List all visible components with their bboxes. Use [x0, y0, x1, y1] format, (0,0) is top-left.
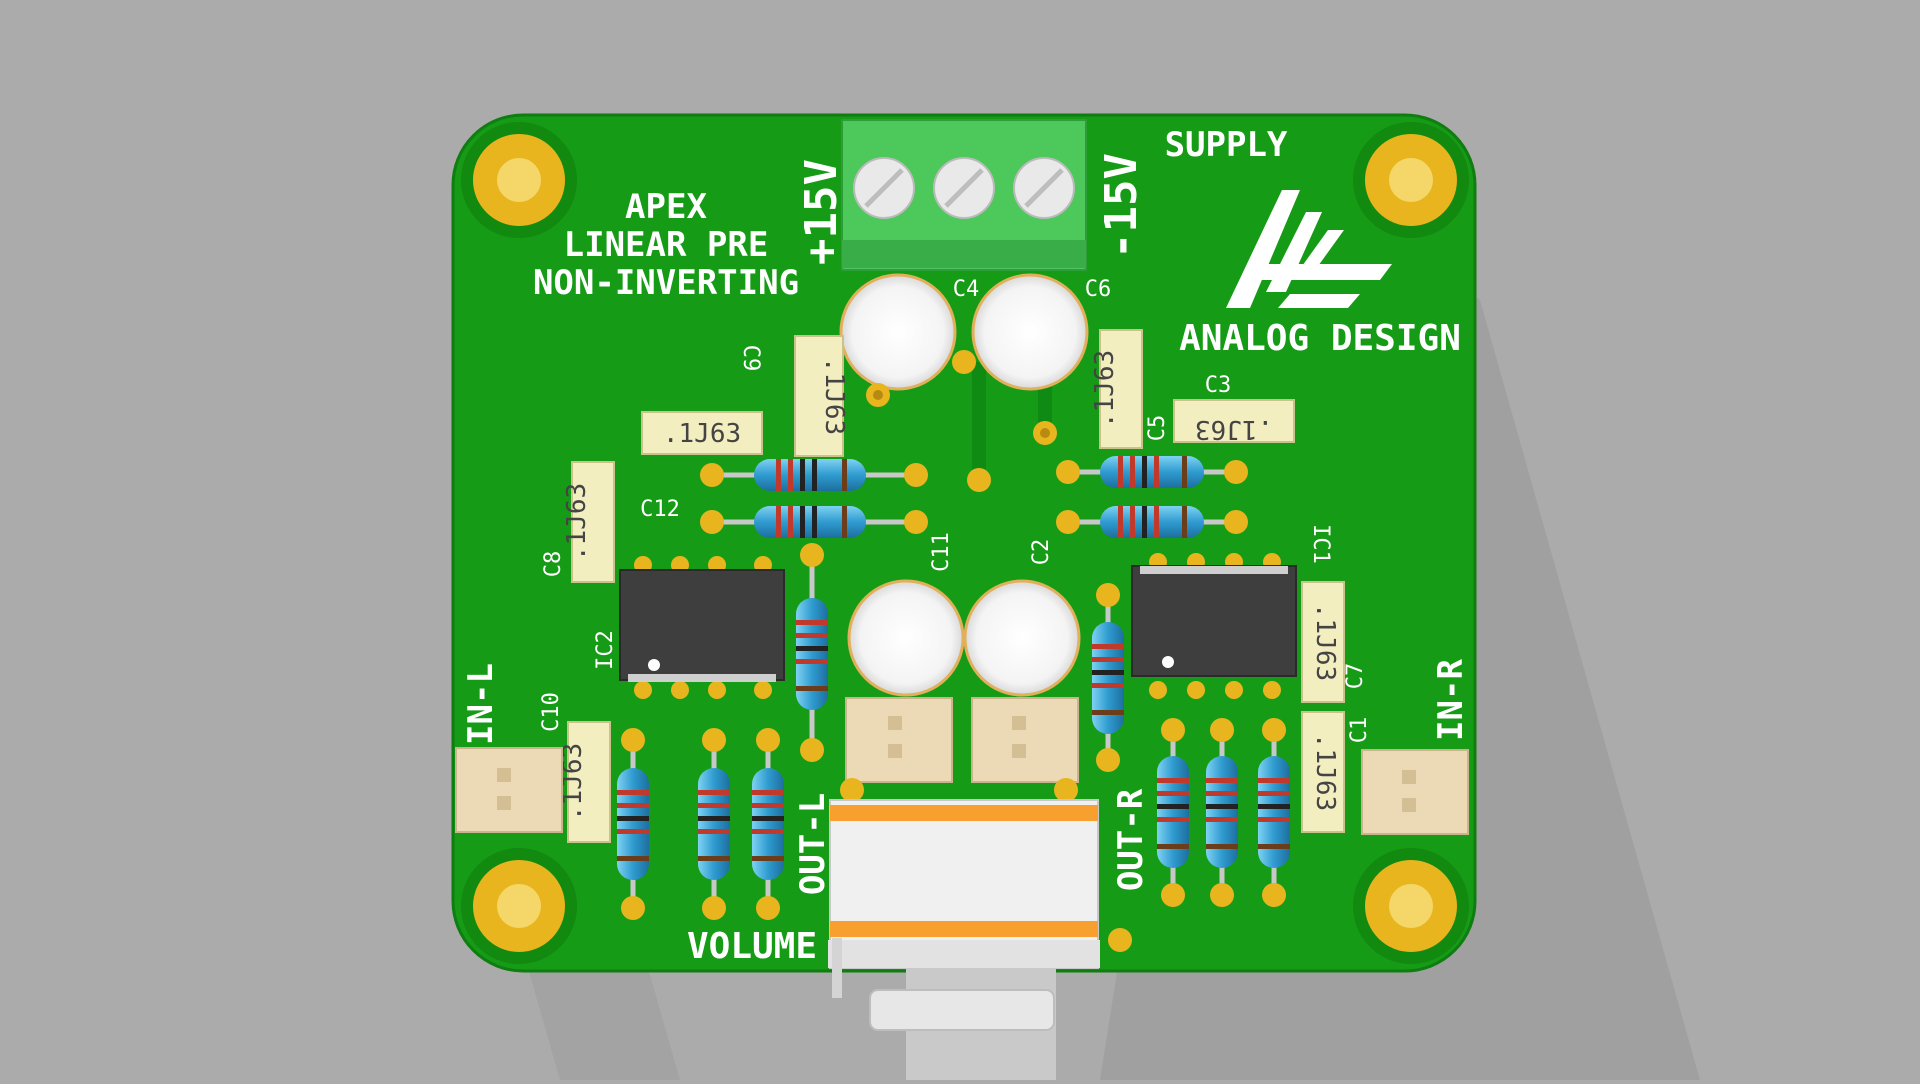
ref-c11: C11 [929, 532, 954, 572]
resistor-vertical [617, 728, 649, 920]
title-line-2: LINEAR PRE [564, 225, 769, 265]
ref-c3: C3 [1205, 373, 1232, 398]
title-line-3: NON-INVERTING [533, 263, 799, 303]
svg-text:.1J63: .1J63 [1195, 414, 1273, 444]
out-right-label: OUT-R [1111, 788, 1151, 891]
supply-terminal-block [841, 119, 1087, 271]
resistor-vertical [698, 728, 730, 920]
resistor-horizontal [700, 506, 928, 538]
ref-ic2: IC2 [593, 630, 618, 670]
resistor-vertical [1206, 718, 1238, 907]
svg-text:.1J63: .1J63 [1090, 350, 1120, 428]
svg-text:.1J63: .1J63 [1310, 603, 1340, 681]
pad [952, 350, 976, 374]
resistor-horizontal [1056, 456, 1248, 488]
ref-c5: C5 [1145, 415, 1170, 442]
svg-text:.1J63: .1J63 [1310, 733, 1340, 811]
ref-ic1: IC1 [1308, 524, 1333, 564]
capacitor-c4 [839, 273, 957, 407]
in-right-label: IN-R [1431, 659, 1471, 741]
mounting-hole-tr [1353, 122, 1469, 238]
film-capacitor-c8: .1J63 [562, 461, 615, 583]
ref-c10: C10 [539, 692, 564, 732]
resistor-vertical [1157, 718, 1189, 907]
input-right-connector [1361, 749, 1469, 835]
film-capacitor-c3: .1J63 [1173, 399, 1295, 444]
pad [967, 468, 991, 492]
volume-label: VOLUME [687, 926, 817, 967]
mounting-hole-tl [461, 122, 577, 238]
resistor-horizontal [700, 459, 928, 491]
ref-c4: C4 [953, 277, 980, 302]
ref-c1: C1 [1347, 717, 1372, 744]
ref-c8: C8 [541, 551, 566, 578]
minus-15v-label: -15V [1096, 153, 1147, 259]
capacitor-c2 [963, 579, 1081, 697]
output-left-connector [840, 697, 953, 802]
svg-text:.1J63: .1J63 [663, 419, 741, 449]
resistor-vertical [1092, 583, 1124, 772]
film-capacitor-c12: .1J63 [641, 411, 763, 455]
ref-c2: C2 [1029, 539, 1054, 566]
svg-text:.1J63: .1J63 [562, 483, 592, 561]
capacitor-c6 [971, 273, 1089, 445]
resistor-horizontal [1056, 506, 1248, 538]
mounting-hole-br [1353, 848, 1469, 964]
title-line-1: APEX [625, 187, 707, 227]
capacitor-c11 [847, 579, 965, 697]
resistor-vertical [752, 728, 784, 920]
resistor-vertical [1258, 718, 1290, 907]
film-capacitor-c5: .1J63 [1090, 329, 1143, 449]
plus-15v-label: +15V [796, 159, 847, 265]
volume-potentiometer [828, 799, 1132, 1080]
resistor-vertical [796, 543, 828, 762]
ref-c7: C7 [1343, 663, 1368, 690]
input-left-connector [455, 747, 563, 833]
supply-label: SUPPLY [1165, 125, 1288, 165]
out-left-label: OUT-L [793, 793, 833, 895]
film-capacitor-c7: .1J63 [1301, 581, 1345, 703]
in-left-label: IN-L [461, 663, 501, 745]
ic2-package [619, 556, 785, 699]
analog-design-logo [1226, 190, 1392, 308]
ref-c9: C9 [738, 345, 763, 372]
logo-text: ANALOG DESIGN [1179, 318, 1461, 359]
mounting-hole-bl [461, 848, 577, 964]
ref-c6: C6 [1085, 277, 1112, 302]
ref-c12: C12 [640, 497, 680, 522]
ic1-package [1131, 553, 1297, 699]
film-capacitor-c9: .1J63 [794, 335, 849, 457]
output-right-connector [971, 697, 1079, 802]
film-capacitor-c1: .1J63 [1301, 711, 1345, 833]
svg-text:.1J63: .1J63 [819, 357, 849, 435]
silkscreen: APEX LINEAR PRE NON-INVERTING SUPPLY +15… [461, 125, 1471, 967]
